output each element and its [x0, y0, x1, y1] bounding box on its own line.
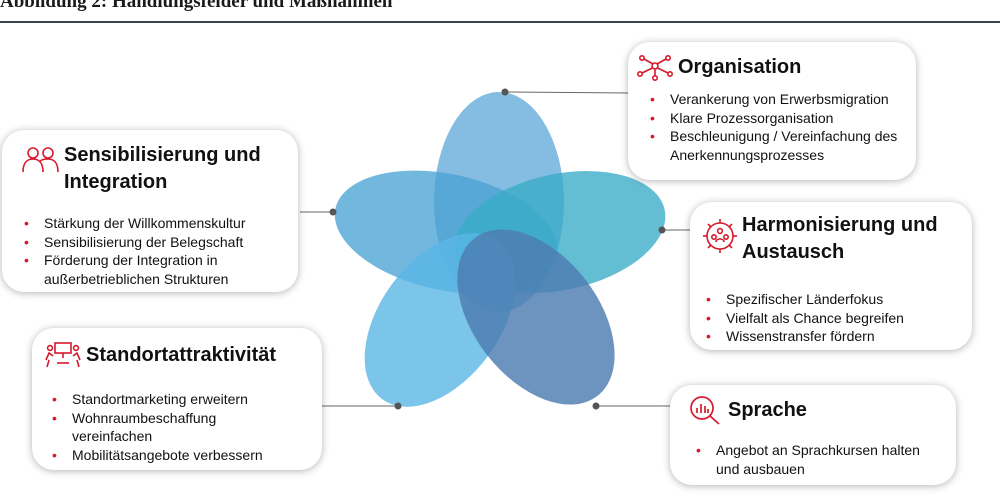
list-item: Förderung der Integration in außerbetrie…: [24, 251, 254, 288]
list-item: Mobilitätsangebote verbessern: [52, 446, 312, 465]
card-organisation: Organisation Verankerung von Erwerbsmigr…: [628, 42, 916, 180]
connector-lines: [300, 91, 690, 407]
list-item: Vielfalt als Chance begreifen: [706, 309, 962, 328]
card-title: Sprache: [728, 398, 807, 421]
card-list: Verankerung von Erwerbsmigration Klare P…: [650, 90, 900, 164]
caption-divider: [0, 21, 1000, 23]
card-sensibilisierung: Sensibilisierung und Integration Stärkun…: [2, 130, 298, 292]
network-people-icon: [632, 51, 678, 83]
people-outline-icon: [18, 144, 64, 174]
card-title: Sensibilisierung und Integration: [64, 144, 261, 193]
card-list: Spezifischer Länderfokus Vielfalt als Ch…: [706, 290, 962, 346]
figure-caption: Abbildung 2: Handlungsfelder und Maßnahm…: [0, 0, 393, 12]
list-item: Spezifischer Länderfokus: [706, 290, 962, 309]
card-header: Sensibilisierung und Integration: [18, 142, 282, 196]
card-list: Standortmarketing erweitern Wohnraumbesc…: [52, 390, 312, 464]
list-item: Beschleunigung / Vereinfachung des Anerk…: [650, 127, 900, 164]
card-header: Sprache: [682, 393, 946, 427]
presentation-board-icon: [40, 340, 86, 370]
card-list: Stärkung der Willkommenskultur Sensibili…: [24, 214, 282, 288]
list-item: Standortmarketing erweitern: [52, 390, 312, 409]
list-item: Angebot an Sprachkursen halten und ausba…: [696, 441, 946, 478]
magnifier-chart-icon: [682, 393, 728, 427]
card-header: Standortattraktivität: [40, 340, 312, 370]
card-list: Angebot an Sprachkursen halten und ausba…: [696, 441, 946, 478]
card-title: Organisation: [678, 55, 802, 78]
card-sprache: Sprache Angebot an Sprachkursen halten u…: [670, 385, 956, 485]
list-item: Wissenstransfer fördern: [706, 327, 962, 346]
gear-team-icon: [698, 218, 742, 254]
list-item: Klare Prozessorganisation: [650, 109, 900, 128]
list-item: Wohnraumbeschaffung vereinfachen: [52, 409, 262, 446]
card-title: Harmonisierung und Austausch: [742, 214, 938, 263]
connector-dots: [329, 88, 666, 410]
list-item: Sensibilisierung der Belegschaft: [24, 233, 282, 252]
card-header: Organisation: [632, 51, 900, 83]
card-standort: Standortattraktivität Standortmarketing …: [32, 328, 322, 470]
card-header: Harmonisierung und Austausch: [698, 212, 962, 266]
card-harmonisierung: Harmonisierung und Austausch Spezifische…: [690, 202, 972, 350]
list-item: Verankerung von Erwerbsmigration: [650, 90, 900, 109]
petal-sprache: [457, 229, 615, 405]
card-title: Standortattraktivität: [86, 343, 277, 366]
list-item: Stärkung der Willkommenskultur: [24, 214, 282, 233]
